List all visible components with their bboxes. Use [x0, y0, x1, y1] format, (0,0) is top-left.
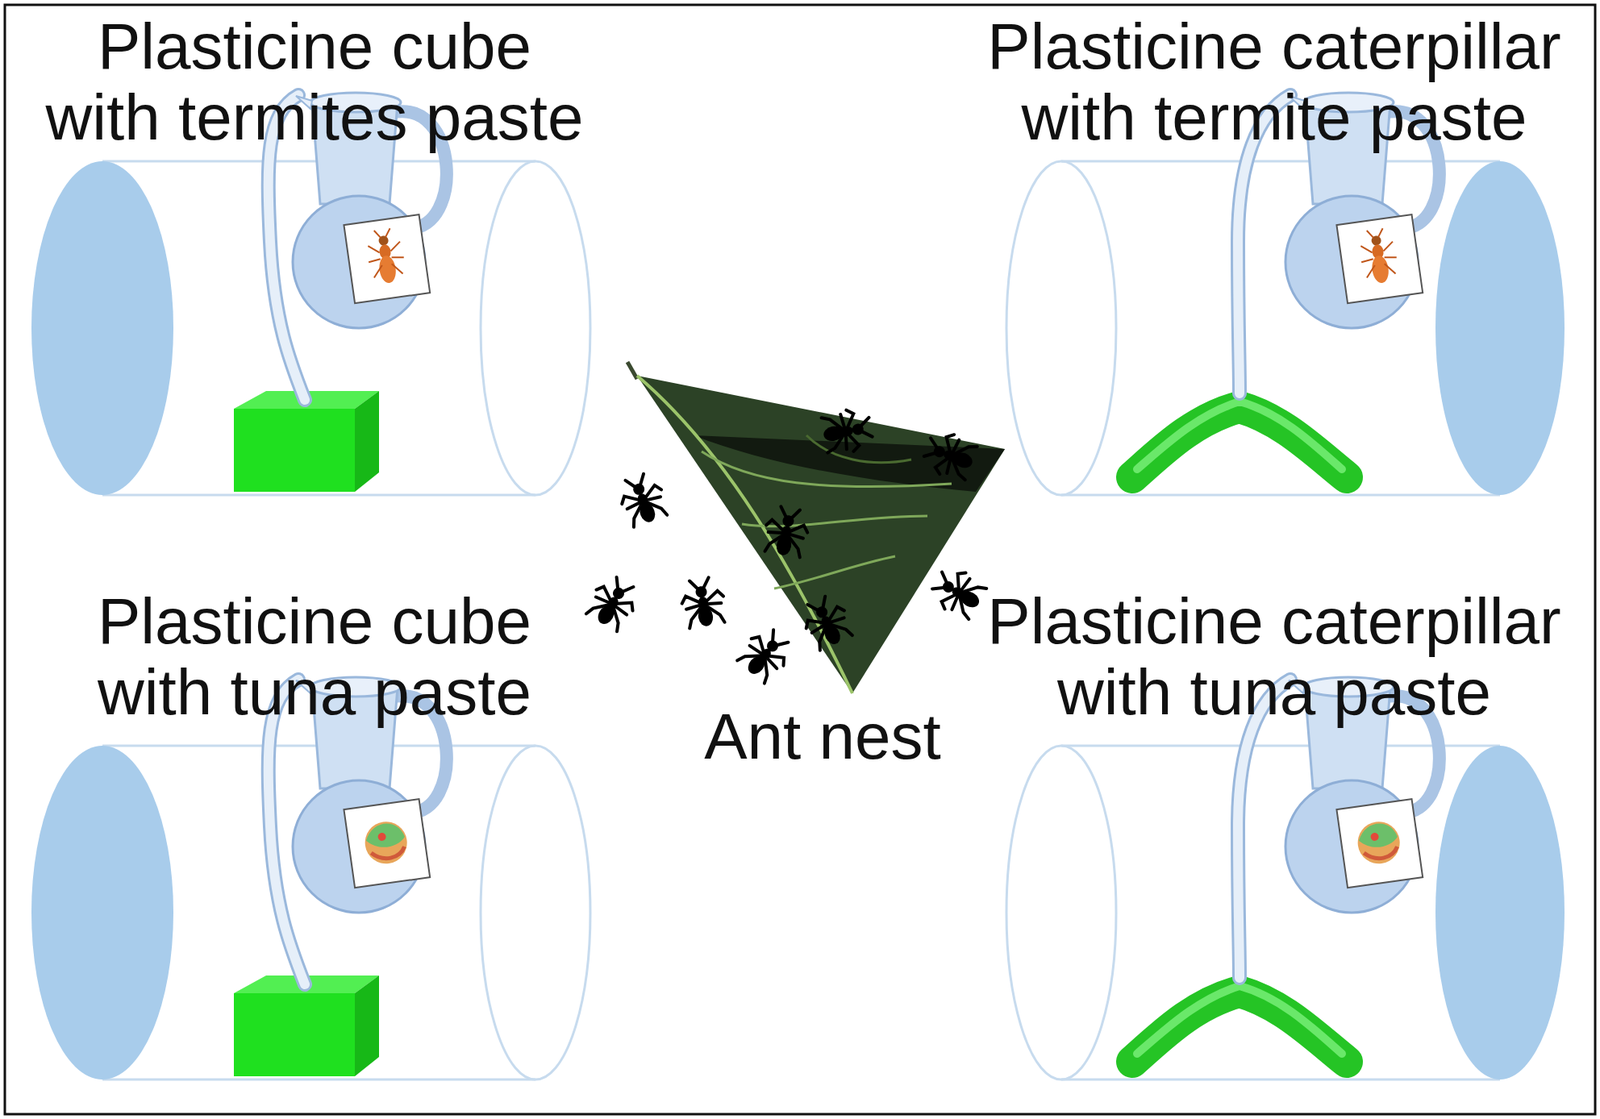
test-tube-arena: Plasticine caterpillar with tuna paste — [959, 586, 1589, 1087]
node-label: Plasticine cube with termites paste — [24, 11, 605, 154]
node-label: Plasticine cube with tuna paste — [24, 586, 605, 729]
test-tube-arena: Plasticine caterpillar with termite past… — [959, 11, 1589, 500]
test-tube-arena: Plasticine cube with termites paste — [16, 11, 613, 500]
node-label: Plasticine caterpillar with tuna paste — [959, 586, 1589, 729]
node-label: Ant nest — [704, 701, 942, 773]
test-tube-arena: Plasticine cube with tuna paste — [16, 586, 613, 1087]
ant-nest: Ant nest — [596, 346, 1049, 773]
node-label: Plasticine caterpillar with termite past… — [959, 11, 1589, 154]
